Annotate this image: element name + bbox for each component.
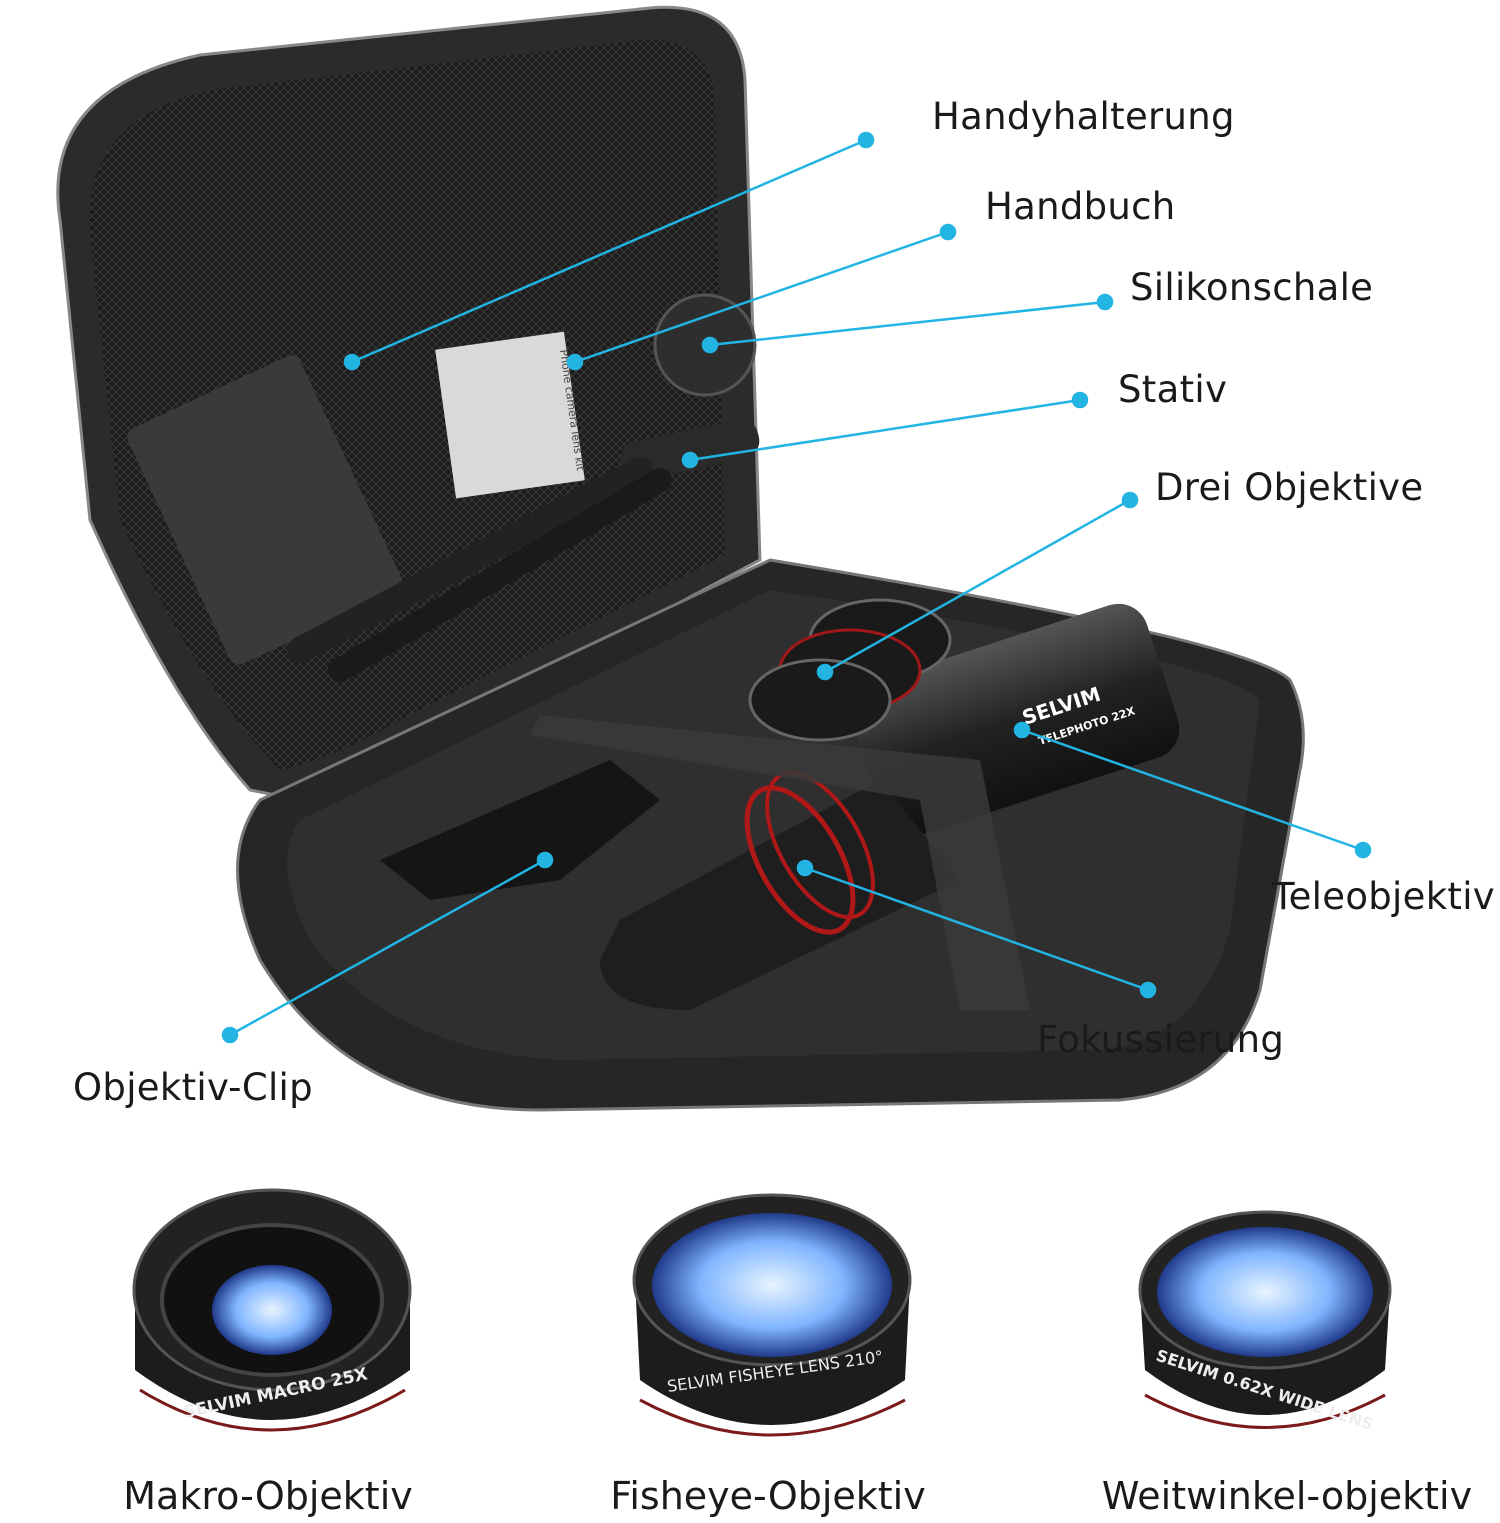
callout-label-telephoto: Teleobjektiv: [1272, 875, 1495, 918]
manual: [435, 331, 585, 499]
callout-lines: [221, 131, 1372, 1044]
lens-label-fisheye: Fisheye-Objektiv: [610, 1474, 926, 1518]
wide-lens: SELVIM 0.62X WIDE LENS: [1138, 1210, 1392, 1434]
callout-label-silicone-cup: Silikonschale: [1130, 266, 1374, 309]
strap: [530, 715, 1030, 1010]
callout-label-focus: Fokussierung: [1037, 1018, 1285, 1061]
lens-label-macro: Makro-Objektiv: [123, 1474, 413, 1518]
callout-label-lens-clip: Objektiv-Clip: [73, 1066, 313, 1109]
phone-holder: [127, 355, 403, 665]
lens-clip: [380, 760, 660, 900]
callout-label-tripod: Stativ: [1118, 368, 1228, 411]
macro-lens: SELVIM MACRO 25X: [132, 1188, 412, 1432]
lens-label-wide: Weitwinkel-objektiv: [1101, 1474, 1473, 1518]
callout-label-manual: Handbuch: [985, 185, 1176, 228]
callout-label-phone-holder: Handyhalterung: [932, 95, 1235, 138]
telephoto-lens: SELVIM TELEPHOTO 22X: [600, 603, 1180, 1010]
fisheye-lens: SELVIM FISHEYE LENS 210°: [632, 1193, 912, 1437]
tripod: [287, 419, 760, 682]
callout-label-three-lenses: Drei Objektive: [1155, 466, 1424, 509]
